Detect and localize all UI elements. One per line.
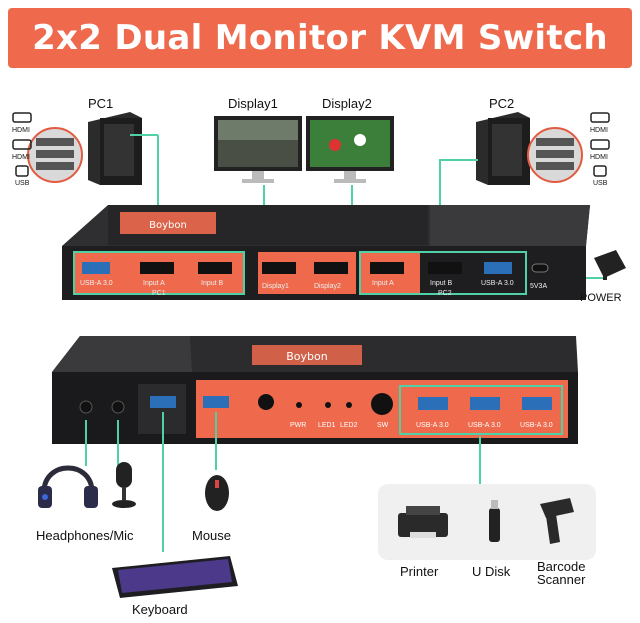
pc2-ports-zoom-icon (527, 127, 583, 183)
headphones-icon (38, 465, 98, 508)
mouse-icon (205, 475, 229, 511)
microphone-icon (112, 462, 136, 508)
pwr-led-label: PWR (290, 422, 307, 429)
port-input-b-label: Input B (201, 280, 224, 287)
port-display1-label: Display1 (262, 283, 289, 290)
svg-text:Boybon: Boybon (149, 220, 187, 231)
display2-monitor-icon (306, 116, 394, 183)
hdmi-icon (12, 112, 32, 177)
usb-label-right: USB (593, 180, 608, 187)
kvm-top-view: Boybon (62, 205, 590, 300)
pc1-tower-icon (88, 112, 142, 185)
pc1-group-label: PC1 (152, 290, 166, 297)
port-pc2-usb-label: USB-A 3.0 (481, 280, 514, 287)
pc2-group-label: PC2 (438, 290, 452, 297)
page-title: 2x2 Dual Monitor KVM Switch (32, 18, 608, 58)
printer-label: Printer (400, 564, 439, 579)
port-pc2-input-b-label: Input B (430, 280, 453, 287)
barcode-scanner-icon (540, 498, 574, 544)
pc2-tower-icon (476, 112, 530, 185)
display1-label: Display1 (228, 96, 278, 111)
keyboard-icon (112, 556, 238, 598)
title-banner: 2x2 Dual Monitor KVM Switch (8, 8, 632, 68)
front-usb3-label: USB-A 3.0 (520, 422, 553, 429)
port-display2-label: Display2 (314, 283, 341, 290)
power-label: POWER (580, 292, 622, 304)
display2-label: Display2 (322, 96, 372, 111)
front-usb2-label: USB-A 3.0 (468, 422, 501, 429)
led1-label: LED1 (318, 422, 336, 429)
hdmi-label-left-1: HDMI (12, 127, 30, 134)
power-adapter-icon (594, 250, 626, 280)
display1-monitor-icon (214, 116, 302, 183)
hdmi-label-right-1: HDMI (590, 127, 608, 134)
port-power-label: 5V3A (530, 283, 548, 290)
barcode-scanner-label: Barcode Scanner (537, 559, 586, 587)
port-input-a-label: Input A (143, 280, 165, 287)
hdmi-icon-right (590, 112, 610, 177)
sw-button-label: SW (377, 422, 389, 429)
connection-lines-bottom (85, 412, 481, 552)
port-pc2-input-a-label: Input A (372, 280, 394, 287)
kvm-front-view: Boybon (52, 336, 578, 444)
hdmi-label-left-2: HDMI (12, 154, 30, 161)
usb-devices-panel (378, 484, 596, 560)
pc1-ports-zoom-icon (27, 127, 83, 183)
hdmi-label-right-2: HDMI (590, 154, 608, 161)
u-disk-label: U Disk (472, 564, 511, 579)
front-usb1-label: USB-A 3.0 (416, 422, 449, 429)
printer-icon (398, 506, 448, 538)
headphones-mic-label: Headphones/Mic (36, 528, 134, 543)
pc2-label: PC2 (489, 96, 515, 111)
pc1-label: PC1 (88, 96, 114, 111)
u-disk-icon (489, 500, 500, 542)
port-usb-a-30-label: USB-A 3.0 (80, 280, 113, 287)
usb-label-left: USB (15, 180, 30, 187)
svg-text:Boybon: Boybon (286, 350, 327, 363)
led2-label: LED2 (340, 422, 358, 429)
mouse-label: Mouse (192, 528, 232, 543)
keyboard-label: Keyboard (132, 602, 188, 617)
